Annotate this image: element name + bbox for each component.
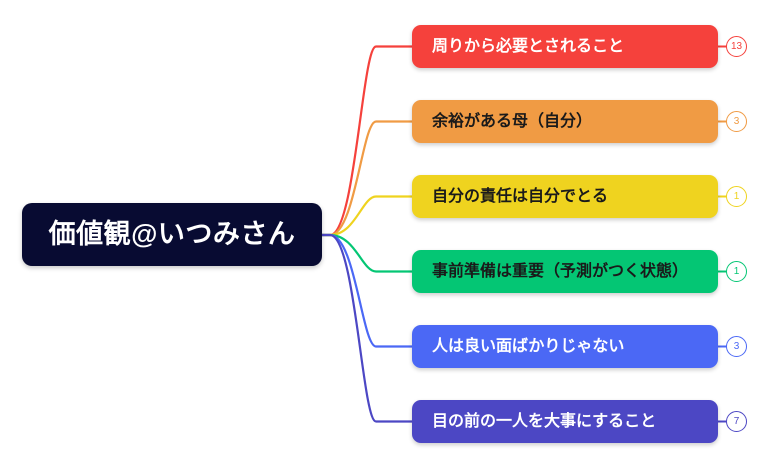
connector-6 — [320, 233, 414, 423]
root-node-label: 価値観@いつみさん — [48, 219, 296, 249]
branch-node-label: 目の前の一人を大事にすること — [432, 412, 657, 430]
connector-5 — [320, 233, 414, 348]
branch-badge-5[interactable]: 3 — [726, 336, 747, 357]
branch-node-label: 周りから必要とされること — [432, 37, 625, 55]
branch-badge-value: 7 — [733, 416, 740, 427]
connector-2 — [320, 120, 414, 237]
branch-node-label: 自分の責任は自分でとる — [432, 187, 609, 205]
connector-1 — [320, 45, 414, 237]
branch-badge-value: 13 — [730, 41, 743, 52]
branch-badge-1[interactable]: 13 — [726, 36, 747, 57]
branch-badge-3[interactable]: 1 — [726, 186, 747, 207]
branch-node-1[interactable]: 周りから必要とされること — [412, 25, 718, 68]
branch-node-3[interactable]: 自分の責任は自分でとる — [412, 175, 718, 218]
connector-4 — [320, 233, 414, 273]
branch-node-label: 余裕がある母（自分） — [432, 112, 593, 130]
branch-badge-value: 1 — [733, 266, 740, 277]
branch-badge-6[interactable]: 7 — [726, 411, 747, 432]
branch-node-label: 事前準備は重要（予測がつく状態） — [432, 262, 689, 280]
branch-badge-value: 3 — [733, 116, 740, 127]
branch-node-4[interactable]: 事前準備は重要（予測がつく状態） — [412, 250, 718, 293]
branch-badge-value: 1 — [733, 191, 740, 202]
branch-node-5[interactable]: 人は良い面ばかりじゃない — [412, 325, 718, 368]
branch-node-2[interactable]: 余裕がある母（自分） — [412, 100, 718, 143]
branch-node-label: 人は良い面ばかりじゃない — [432, 337, 625, 355]
root-node[interactable]: 価値観@いつみさん — [22, 203, 322, 266]
branch-badge-4[interactable]: 1 — [726, 261, 747, 282]
branch-node-6[interactable]: 目の前の一人を大事にすること — [412, 400, 718, 443]
branch-badge-value: 3 — [733, 341, 740, 352]
connector-3 — [320, 195, 414, 237]
branch-badge-2[interactable]: 3 — [726, 111, 747, 132]
